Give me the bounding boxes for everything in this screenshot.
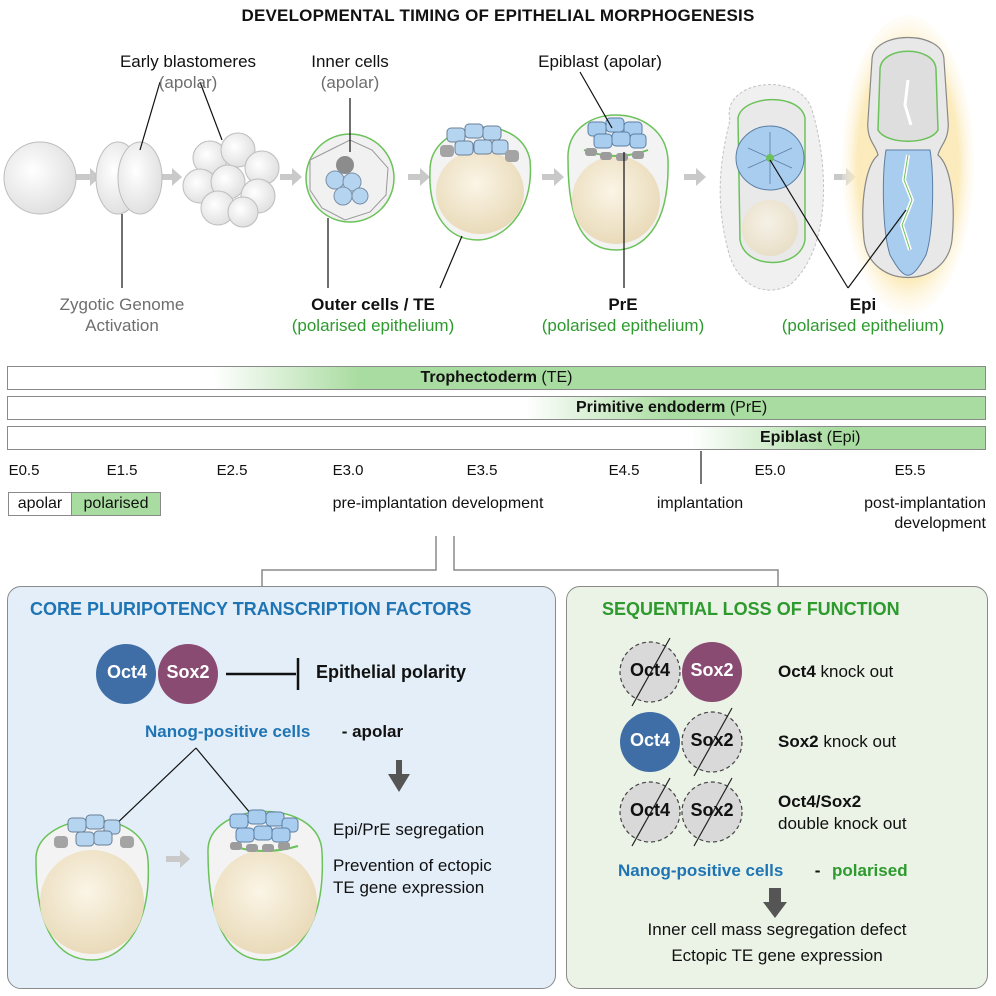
legend-polarised: polarised — [71, 492, 161, 516]
ko1-text: knock out — [815, 662, 894, 681]
right-down-arrow — [763, 888, 787, 918]
eight-cell-embryo — [182, 132, 280, 228]
left-blastocyst-illustration — [35, 747, 410, 961]
tick-e0-5: E0.5 — [8, 462, 40, 479]
left-nanog-label: Nanog-positive cells — [145, 722, 311, 741]
right-nanog-state: polarised — [832, 861, 908, 880]
label-inner-cells: Inner cells — [311, 52, 389, 71]
outcome-ectopic-te: Ectopic TE gene expression — [671, 946, 883, 965]
ko1-sox2-label: Sox2 — [690, 660, 734, 680]
knockout-complexes — [619, 637, 743, 847]
ko3-text: double knock out — [778, 814, 907, 833]
label-inner-cells-sub: (apolar) — [320, 73, 380, 92]
morula-embryo — [305, 133, 395, 223]
bar-primitive-endoderm: Primitive endoderm (PrE) — [7, 396, 986, 420]
ko2-text: knock out — [818, 732, 897, 751]
panel-connectors — [261, 536, 779, 586]
label-epi: Epi — [849, 295, 877, 314]
label-pointer-lines — [121, 71, 907, 289]
ko1-oct4-label: Oct4 — [629, 660, 671, 680]
ko3-gene: Oct4/Sox2 — [778, 792, 862, 811]
outcome-prevention-line1: Prevention of ectopic — [333, 856, 492, 875]
left-nanog-state: - apolar — [337, 722, 404, 741]
embryo-stage-illustrations — [3, 15, 974, 315]
outcome-prevention-line2: TE gene expression — [333, 878, 485, 897]
implantation-tick — [700, 451, 702, 484]
bar-epi-name: Epiblast — [760, 429, 823, 446]
oct4-sox2-complex — [96, 644, 300, 704]
label-pre-sub: (polarised epithelium) — [541, 316, 705, 335]
tick-e1-5: E1.5 — [106, 462, 138, 479]
right-nanog-dash: - — [810, 861, 826, 880]
ko2-sox2-label: Sox2 — [690, 730, 734, 750]
implanting-embryo — [719, 84, 824, 291]
label-epiblast-apolar: Epiblast (apolar) — [538, 52, 662, 71]
outcome-epi-pre-segregation: Epi/PrE segregation — [333, 820, 485, 839]
tick-e4-5: E4.5 — [608, 462, 640, 479]
ko1-gene: Oct4 — [778, 662, 816, 681]
bar-pre-abbr: (PrE) — [725, 399, 768, 416]
ko3-oct4-label: Oct4 — [629, 800, 671, 820]
tick-e5-0: E5.0 — [754, 462, 786, 479]
outcome-icm-defect: Inner cell mass segregation defect — [647, 920, 907, 939]
label-epi-sub: (polarised epithelium) — [781, 316, 945, 335]
early-blastocyst — [429, 123, 532, 241]
ko2-gene: Sox2 — [778, 732, 819, 751]
stage-implantation: implantation — [656, 495, 744, 512]
stage-post-line1: post-implantation — [864, 495, 986, 512]
tick-e3-0: E3.0 — [332, 462, 364, 479]
late-blastocyst — [567, 114, 669, 251]
bar-pre-name: Primitive endoderm — [576, 399, 726, 416]
epithelial-polarity-label: Epithelial polarity — [316, 662, 467, 682]
ko2-description: Sox2 knock out — [778, 732, 896, 752]
legend-apolar: apolar — [8, 492, 72, 516]
bar-epiblast: Epiblast (Epi) — [7, 426, 986, 450]
ko2-oct4-label: Oct4 — [629, 730, 671, 750]
bar-epi-abbr: (Epi) — [822, 429, 861, 446]
figure-title: DEVELOPMENTAL TIMING OF EPITHELIAL MORPH… — [241, 6, 755, 25]
label-outer-cells-te: Outer cells / TE — [311, 295, 435, 314]
label-pre: PrE — [608, 295, 638, 314]
tick-e2-5: E2.5 — [216, 462, 248, 479]
right-panel-title: SEQUENTIAL LOSS OF FUNCTION — [602, 599, 900, 619]
ko3-sox2-label: Sox2 — [690, 800, 734, 820]
ko1-description: Oct4 knock out — [778, 662, 893, 682]
label-early-blastomeres-sub: (apolar) — [158, 73, 218, 92]
left-oct4-label: Oct4 — [106, 662, 148, 682]
bar-trophectoderm: Trophectoderm (TE) — [7, 366, 986, 390]
label-early-blastomeres: Early blastomeres — [119, 52, 257, 71]
two-cell-embryo — [95, 141, 163, 215]
left-panel-title: CORE PLURIPOTENCY TRANSCRIPTION FACTORS — [30, 599, 472, 619]
stage-post-line2: development — [894, 515, 986, 532]
label-zga-line1: Zygotic Genome — [59, 295, 185, 314]
bar-te-name: Trophectoderm — [420, 369, 537, 386]
right-nanog-label: Nanog-positive cells — [618, 861, 784, 880]
label-outer-cells-sub: (polarised epithelium) — [291, 316, 455, 335]
zygote-embryo — [3, 141, 77, 215]
label-zga-line2: Activation — [85, 316, 159, 335]
left-sox2-label: Sox2 — [166, 662, 210, 682]
egg-cylinder-embryo — [842, 15, 974, 315]
stage-pre-implantation: pre-implantation development — [332, 495, 544, 512]
tick-e5-5: E5.5 — [894, 462, 926, 479]
bar-te-abbr: (TE) — [536, 369, 573, 386]
tick-e3-5: E3.5 — [466, 462, 498, 479]
